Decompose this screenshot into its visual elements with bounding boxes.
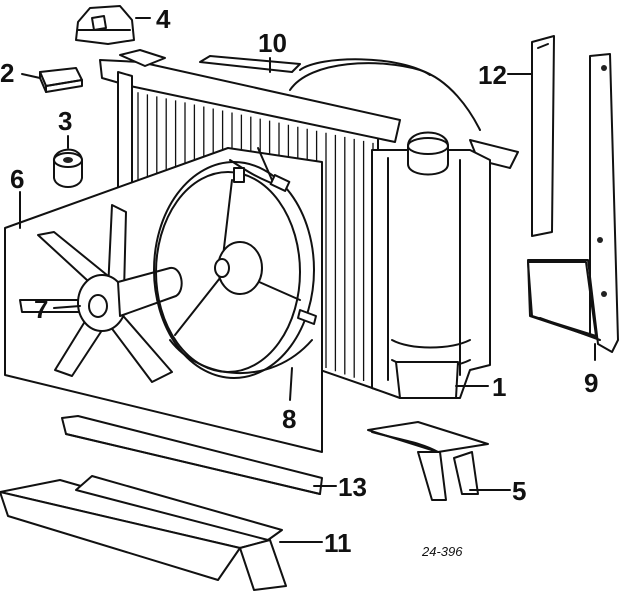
- reference-code: 24-396: [421, 544, 463, 559]
- callout-2: 2: [0, 58, 14, 88]
- mounting-bracket: [527, 53, 619, 353]
- grommet-block: [39, 67, 83, 93]
- callout-7: 7: [34, 294, 48, 324]
- seal-strip: [531, 35, 555, 237]
- callout-5: 5: [512, 476, 526, 506]
- top-deflector: [199, 55, 301, 73]
- expansion-tank: [371, 131, 491, 399]
- callout-9: 9: [584, 368, 598, 398]
- callout-4: 4: [156, 4, 171, 34]
- lower-mount-bracket: [367, 421, 489, 501]
- bottom-spoiler: [0, 475, 287, 591]
- fan-shroud-ring: [153, 147, 317, 379]
- callout-1: 1: [492, 372, 506, 402]
- callout-labels: 4 2 3 6 7 8 10 12 9 1 5 13 11 24-396: [0, 4, 598, 559]
- callout-12: 12: [478, 60, 507, 90]
- callout-11: 11: [324, 528, 352, 558]
- callout-8: 8: [282, 404, 296, 434]
- callout-10: 10: [258, 28, 287, 58]
- mounting-clip: [75, 5, 135, 45]
- leader-lines: [19, 17, 596, 543]
- callout-3: 3: [58, 106, 72, 136]
- callout-13: 13: [338, 472, 367, 502]
- rubber-mount: [53, 148, 83, 188]
- callout-6: 6: [10, 164, 24, 194]
- fan-blades: [19, 204, 183, 383]
